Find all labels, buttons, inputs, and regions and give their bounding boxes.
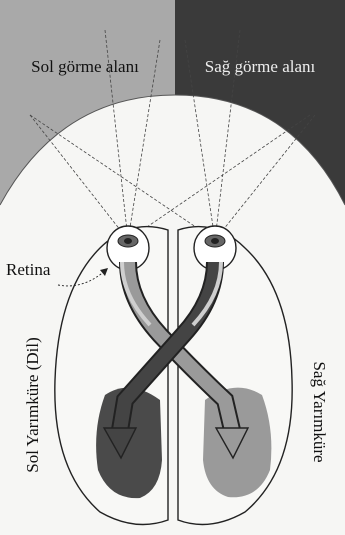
- left-visual-field: [0, 0, 175, 205]
- right-visual-field: [175, 0, 345, 205]
- right-hemisphere-label: Sağ Yarımküre: [310, 361, 329, 462]
- retina-label: Retina: [6, 260, 51, 279]
- left-visual-field-label: Sol görme alanı: [31, 57, 139, 76]
- ray: [128, 115, 310, 240]
- left-hemisphere-label: Sol Yarımküre (Dil): [23, 337, 42, 473]
- visual-field-band: [0, 0, 345, 205]
- right-visual-field-label: Sağ görme alanı: [205, 57, 316, 76]
